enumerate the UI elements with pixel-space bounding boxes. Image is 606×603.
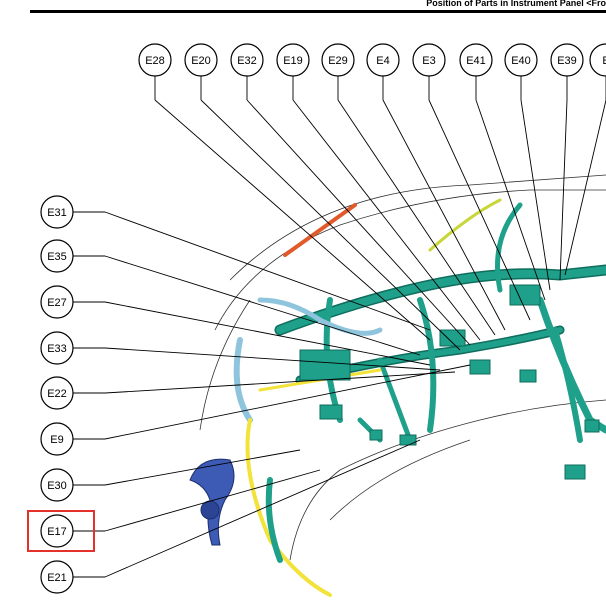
connector-label-e20: E20 bbox=[184, 43, 218, 77]
leader-line bbox=[104, 469, 321, 532]
label-text: E41 bbox=[466, 55, 486, 67]
label-circle bbox=[40, 422, 74, 456]
label-circle bbox=[550, 43, 584, 77]
label-circle bbox=[589, 43, 606, 77]
label-circle bbox=[321, 43, 355, 77]
connector-label-e28: E28 bbox=[138, 43, 172, 77]
leader-line bbox=[200, 99, 461, 351]
leader-line bbox=[382, 99, 506, 331]
connector-label-e29: E29 bbox=[321, 43, 355, 77]
label-circle bbox=[504, 43, 538, 77]
label-circle bbox=[459, 43, 493, 77]
connector-label-e39: E39 bbox=[550, 43, 584, 77]
connector-blocks bbox=[299, 284, 600, 480]
label-text: E bbox=[602, 55, 606, 67]
label-circle bbox=[40, 514, 74, 548]
connector-label-e40: E40 bbox=[504, 43, 538, 77]
label-text: E30 bbox=[47, 480, 67, 492]
label-text: E17 bbox=[47, 526, 67, 538]
label-text: E22 bbox=[47, 388, 67, 400]
connector-label-e17: E17 bbox=[40, 514, 74, 548]
label-circle bbox=[40, 285, 74, 319]
label-text: E31 bbox=[47, 207, 67, 219]
leader-line bbox=[564, 99, 606, 276]
connector-label-e21: E21 bbox=[40, 560, 74, 594]
leader-line bbox=[104, 255, 421, 356]
leader-line bbox=[104, 371, 456, 394]
connector-label-e27: E27 bbox=[40, 285, 74, 319]
connector-label-e: E bbox=[589, 43, 606, 77]
label-text: E19 bbox=[283, 55, 303, 67]
connector-label-e41: E41 bbox=[459, 43, 493, 77]
label-text: E28 bbox=[145, 55, 165, 67]
leader-line bbox=[428, 99, 531, 321]
connector-label-e30: E30 bbox=[40, 468, 74, 502]
connector-label-e3: E3 bbox=[412, 43, 446, 77]
leader-line bbox=[520, 99, 551, 291]
leader-lines bbox=[73, 76, 606, 578]
leader-line bbox=[104, 347, 441, 371]
connector-label-e35: E35 bbox=[40, 239, 74, 273]
leader-line bbox=[104, 449, 301, 486]
leader-line bbox=[292, 99, 481, 341]
leader-line bbox=[104, 211, 431, 331]
connector-label-e9: E9 bbox=[40, 422, 74, 456]
label-text: E33 bbox=[47, 343, 67, 355]
leader-line bbox=[104, 439, 421, 578]
leader-line bbox=[104, 364, 471, 440]
leader-line bbox=[337, 99, 496, 336]
title-rule bbox=[30, 10, 606, 13]
label-text: E3 bbox=[422, 55, 435, 67]
label-circle bbox=[412, 43, 446, 77]
label-text: E39 bbox=[557, 55, 577, 67]
label-text: E21 bbox=[47, 572, 67, 584]
label-text: E27 bbox=[47, 297, 67, 309]
label-circle bbox=[184, 43, 218, 77]
leader-line bbox=[246, 99, 471, 346]
leader-line bbox=[154, 99, 431, 341]
harness-bundle bbox=[233, 198, 606, 597]
label-text: E4 bbox=[376, 55, 389, 67]
page-title: Position of Parts in Instrument Panel <F… bbox=[426, 0, 606, 8]
connector-label-e32: E32 bbox=[230, 43, 264, 77]
label-text: E20 bbox=[191, 55, 211, 67]
label-text: E29 bbox=[328, 55, 348, 67]
leader-line bbox=[559, 99, 568, 281]
leader-line bbox=[104, 301, 431, 366]
label-circle bbox=[40, 331, 74, 365]
connector-label-e22: E22 bbox=[40, 376, 74, 410]
connector-label-e4: E4 bbox=[366, 43, 400, 77]
label-text: E35 bbox=[47, 251, 67, 263]
label-circle bbox=[230, 43, 264, 77]
label-text: E9 bbox=[50, 434, 63, 446]
label-circle bbox=[40, 560, 74, 594]
label-circle bbox=[40, 195, 74, 229]
connector-labels: E28 E20 E32 E19 E29 E4 E3 E41 E40 E39 E E31E35E27E3… bbox=[40, 43, 606, 594]
air-duct bbox=[189, 458, 235, 546]
connector-label-e19: E19 bbox=[276, 43, 310, 77]
leader-line bbox=[475, 99, 546, 301]
label-circle bbox=[138, 43, 172, 77]
connector-label-e33: E33 bbox=[40, 331, 74, 365]
label-text: E40 bbox=[511, 55, 531, 67]
label-circle bbox=[366, 43, 400, 77]
label-text: E32 bbox=[237, 55, 257, 67]
connector-label-e31: E31 bbox=[40, 195, 74, 229]
label-circle bbox=[40, 376, 74, 410]
label-circle bbox=[40, 239, 74, 273]
label-circle bbox=[40, 468, 74, 502]
label-circle bbox=[276, 43, 310, 77]
